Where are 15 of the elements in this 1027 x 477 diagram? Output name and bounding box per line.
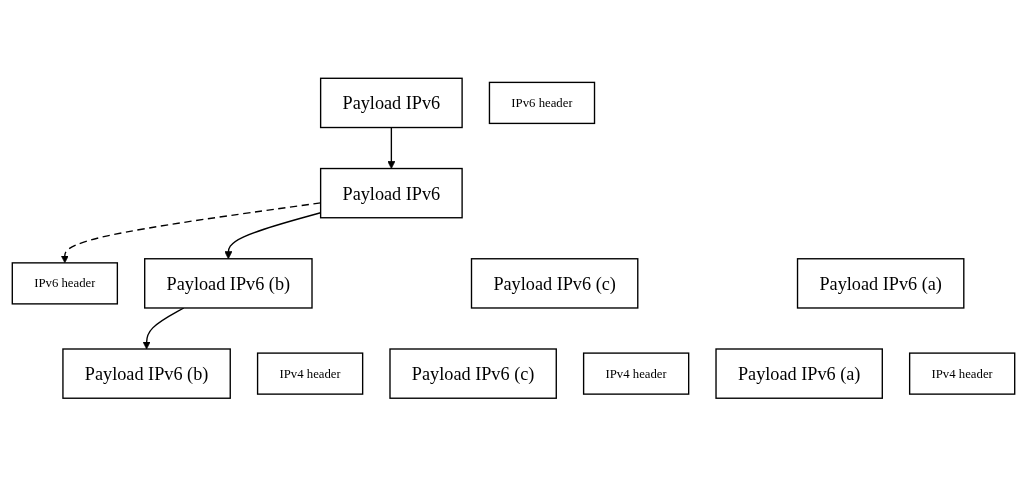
node-box: Payload IPv6 (c) bbox=[389, 348, 557, 400]
node-box: Payload IPv6 (a) bbox=[715, 348, 883, 400]
arrow bbox=[142, 307, 185, 350]
node-box: Payload IPv6 bbox=[319, 168, 463, 219]
node-box: IPv6 header bbox=[11, 262, 119, 305]
node-box: Payload IPv6 (b) bbox=[144, 258, 313, 309]
node-box: IPv4 header bbox=[908, 352, 1016, 396]
node-box: IPv4 header bbox=[582, 352, 690, 396]
node-box: Payload IPv6 bbox=[319, 77, 463, 129]
node-box: IPv6 header bbox=[488, 81, 596, 125]
node-box: Payload IPv6 (c) bbox=[470, 258, 639, 309]
arrow bbox=[387, 127, 396, 170]
node-box: Payload IPv6 (b) bbox=[62, 348, 231, 400]
node-box: IPv4 header bbox=[256, 352, 364, 396]
node-box: Payload IPv6 (a) bbox=[796, 258, 965, 309]
